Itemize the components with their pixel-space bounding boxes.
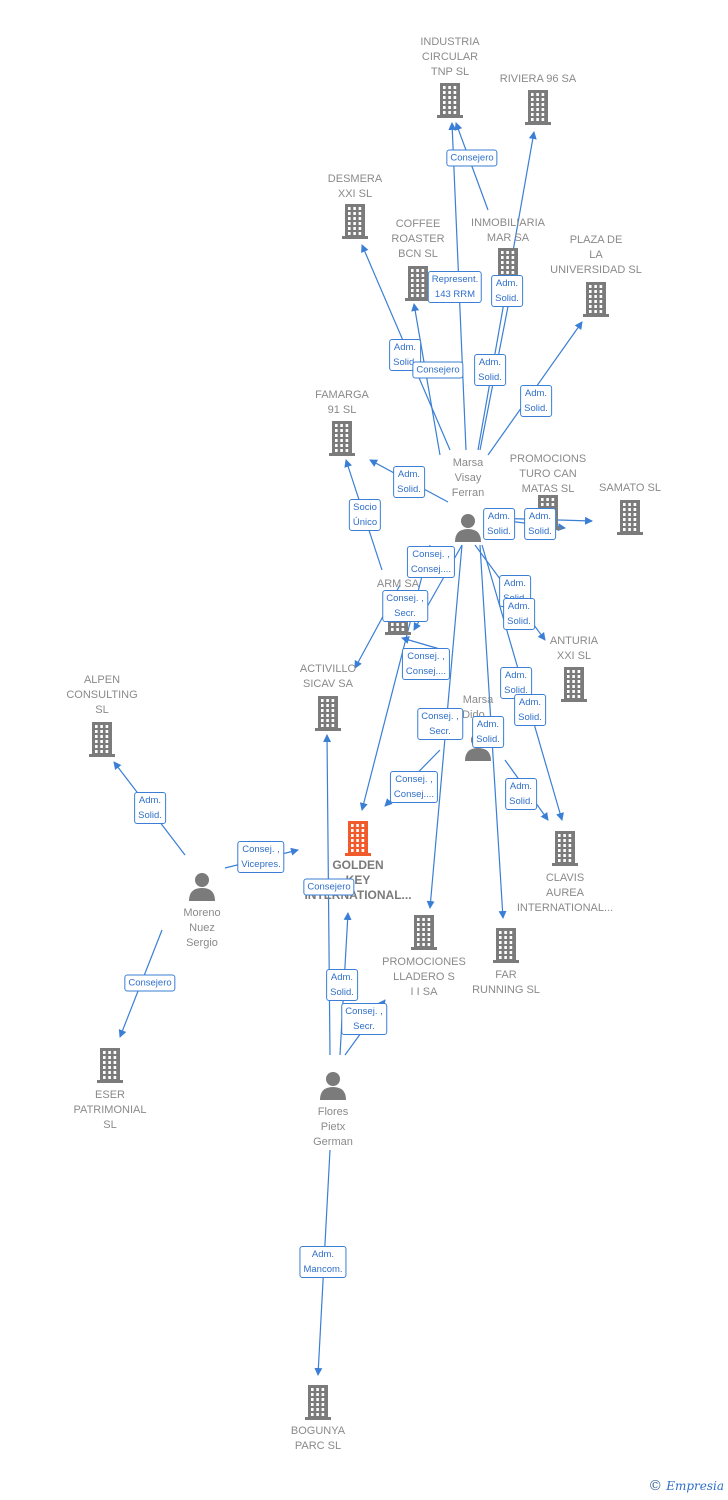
brand-logo: ©Empresia: [648, 1478, 724, 1494]
building-icon[interactable]: [560, 666, 588, 702]
relation-label: Consej. , Secr.: [341, 1003, 387, 1035]
node-label: RIVIERA 96 SA: [499, 73, 577, 85]
node-label: PROMOCIONES LLADERO S I I SA: [382, 956, 466, 998]
building-icon[interactable]: [582, 281, 610, 317]
relation-label: Adm. Solid.: [505, 778, 537, 810]
building-icon[interactable]: [492, 927, 520, 963]
building-icon[interactable]: [436, 82, 464, 118]
relation-label: Adm. Solid.: [520, 385, 552, 417]
node-label: Moreno Nuez Sergio: [183, 907, 221, 949]
relation-label: Consej. , Secr.: [382, 590, 428, 622]
node-label: ARM SA: [376, 578, 420, 590]
relation-label: Consej. , Consej....: [389, 771, 439, 803]
relation-label: Adm. Solid.: [503, 598, 535, 630]
relation-label: Adm. Solid.: [474, 354, 506, 386]
node-label: Flores Pietx German: [313, 1106, 353, 1148]
edge-line: [454, 122, 489, 211]
building-icon[interactable]: [88, 721, 116, 757]
relation-label: Adm. Solid.: [483, 508, 515, 540]
node-label: PROMOCIONS TURO CAN MATAS SL: [509, 453, 587, 495]
edge-line: [359, 544, 431, 811]
node-label: ESER PATRIMONIAL SL: [73, 1089, 147, 1131]
building-icon[interactable]: [328, 420, 356, 456]
building-icon[interactable]: [616, 499, 644, 535]
building-icon[interactable]: [344, 820, 372, 856]
relation-label: Consejero: [303, 878, 355, 896]
relation-label: Consejero: [412, 361, 464, 379]
building-icon[interactable]: [304, 1384, 332, 1420]
building-icon[interactable]: [404, 265, 432, 301]
node-label: CLAVIS AUREA INTERNATIONAL...: [516, 872, 614, 914]
node-label: Marsa Visay Ferran: [451, 457, 485, 499]
node-label: ACTIVILLO SICAV SA: [299, 663, 357, 690]
relation-label: Adm. Solid.: [491, 275, 523, 307]
relation-label: Adm. Solid.: [134, 792, 166, 824]
person-icon[interactable]: [453, 512, 483, 542]
building-icon[interactable]: [314, 695, 342, 731]
node-label: COFFEE ROASTER BCN SL: [391, 218, 445, 260]
copyright-icon: ©: [648, 1478, 663, 1494]
relation-label: Adm. Solid.: [326, 969, 358, 1001]
building-icon[interactable]: [524, 89, 552, 125]
building-icon[interactable]: [410, 914, 438, 950]
relation-label: Adm. Solid.: [393, 466, 425, 498]
relation-label: Adm. Mancom.: [299, 1246, 347, 1278]
relation-label: Consej. , Consej....: [406, 546, 456, 578]
relation-label: Consej. , Vicepres.: [237, 841, 285, 873]
node-label: INMOBILIARIA MAR SA: [471, 217, 545, 244]
node-label: DESMERA XXI SL: [327, 173, 383, 200]
node-label: SAMATO SL: [599, 482, 661, 494]
node-label: ALPEN CONSULTING SL: [66, 674, 138, 716]
relation-label: Consejero: [124, 974, 176, 992]
relation-label: Consej. , Consej....: [401, 648, 451, 680]
node-label: ANTURIA XXI SL: [549, 635, 599, 662]
relation-label: Adm. Solid.: [472, 716, 504, 748]
building-icon[interactable]: [551, 830, 579, 866]
relation-label: Adm. Solid.: [514, 694, 546, 726]
node-label: BOGUNYA PARC SL: [290, 1425, 346, 1452]
node-label: PLAZA DE LA UNIVERSIDAD SL: [550, 234, 642, 276]
person-icon[interactable]: [187, 871, 217, 901]
building-icon[interactable]: [341, 203, 369, 239]
relation-label: Adm. Solid.: [500, 667, 532, 699]
brand-name: Empresia: [666, 1479, 724, 1493]
relation-label: Represent. 143 RRM: [427, 271, 483, 303]
node-label: FAR RUNNING SL: [472, 969, 540, 996]
relation-label: Consej. , Secr.: [417, 708, 463, 740]
node-label: FAMARGA 91 SL: [315, 389, 369, 416]
edge-line: [411, 303, 441, 456]
relation-label: Socio Único: [348, 499, 382, 531]
person-icon[interactable]: [318, 1070, 348, 1100]
node-label: INDUSTRIA CIRCULAR TNP SL: [420, 36, 480, 78]
relation-label: Adm. Solid.: [524, 508, 556, 540]
building-icon[interactable]: [96, 1047, 124, 1083]
relation-label: Consejero: [446, 149, 498, 167]
